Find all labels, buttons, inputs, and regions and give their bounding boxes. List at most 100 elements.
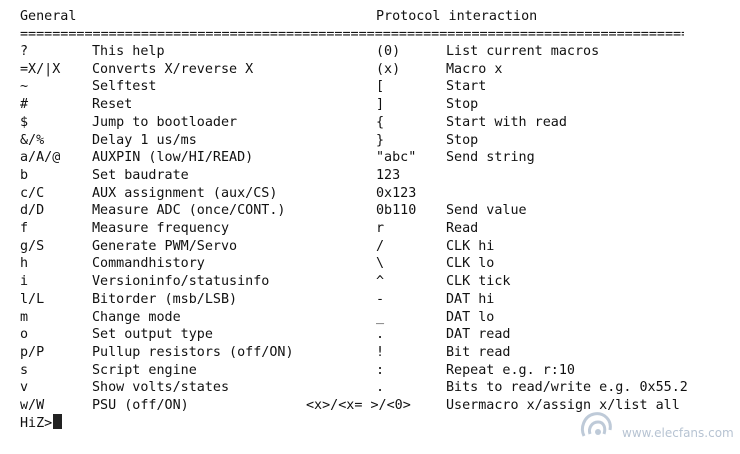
table-row: g/S Generate PWM/Servo / CLK hi [0,238,740,256]
table-row: ?This help(0)List current macros [0,43,740,61]
protocol-symbol: ^ [376,274,385,290]
protocol-action: Stop [446,97,479,113]
protocol-action: List current macros [446,44,600,59]
protocol-action: CLK lo [446,256,495,272]
protocol-action: DAT hi [446,291,495,307]
command-description: Converts X/reverse X [92,61,254,77]
command-key: d/D [20,203,45,219]
command-description: Generate PWM/Servo [92,238,238,254]
elecfans-logo-icon [580,412,612,437]
protocol-symbol: { [376,114,385,130]
protocol-action: Repeat e.g. r:10 [446,362,575,378]
table-row: ~ Selftest [ Start [0,78,740,96]
table-row: &/%Delay 1 us/ms}Stop [0,132,740,150]
table-row: f Measure frequency r Read [0,220,740,238]
protocol-symbol: ! [376,344,385,360]
protocol-symbol: } [376,132,385,148]
protocol-action: Stop [446,132,479,148]
protocol-symbol: 0b110 [376,203,417,219]
watermark-text: www.elecfans.com [622,426,734,440]
protocol-action: Bit read [446,344,511,360]
table-row: a/A/@AUXPIN (low/HI/READ)"abc"Send strin… [0,149,740,167]
command-key: a/A/@ [20,150,61,166]
protocol-symbol: r [376,221,385,236]
command-key: $ [20,114,29,130]
command-description: PSU (off/ON) [92,398,189,413]
command-key: f [20,221,29,236]
protocol-symbol: (x) [376,61,401,77]
watermark: www.elecfans.com [578,400,734,448]
command-description: Versioninfo/statusinfo [92,274,270,290]
command-description: Change mode [92,309,181,325]
protocol-symbol: \ [376,256,385,272]
protocol-symbol: 0x123 [376,185,417,201]
prompt-label: HiZ> [20,416,53,431]
protocol-action: DAT read [446,327,511,343]
command-key: v [20,380,29,396]
table-row: b Set baudrate 123 [0,167,740,185]
command-description: Set baudrate [92,167,189,183]
protocol-action: Send string [446,150,535,166]
command-key: # [20,97,29,113]
command-key: s [20,362,29,378]
protocol-symbol: : [376,362,385,378]
protocol-symbol: <x>/<x= >/<0> [306,398,411,413]
protocol-symbol: "abc" [376,150,417,166]
protocol-symbol: . [376,380,385,396]
command-key: l/L [20,291,45,307]
protocol-action: Start [446,79,487,95]
command-key: =X/|X [20,61,61,77]
command-key: h [20,256,29,272]
command-description: Selftest [92,79,157,95]
protocol-action: DAT lo [446,309,495,325]
command-description: Commandhistory [92,256,205,272]
command-key: m [20,309,29,325]
command-description: Measure ADC (once/CONT.) [92,203,286,219]
command-key: b [20,167,29,183]
table-row: w/W PSU (off/ON) <x>/<x= >/<0> Usermacro x/… [0,397,740,415]
text-cursor [53,414,63,429]
protocol-symbol: (0) [376,44,401,59]
command-description: Reset [92,97,133,113]
command-prompt[interactable]: HiZ> [20,414,63,432]
table-row: # Reset] Stop [0,96,740,114]
protocol-symbol: / [376,238,385,254]
protocol-header: Protocol interaction [376,9,538,24]
table-row: =X/|X Converts X/reverse X (x) Macro x [0,61,740,79]
command-description: Jump to bootloader [92,114,238,130]
table-row: m Change mode _ DAT lo [0,309,740,327]
protocol-symbol: [ [376,79,385,95]
command-key: &/% [20,132,45,148]
command-description: Measure frequency [92,221,230,236]
table-row: h Commandhistory \ CLK lo [0,255,740,273]
command-key: ~ [20,79,29,95]
protocol-action: Start with read [446,114,567,130]
protocol-action: Usermacro x/assign x/list all [446,398,680,413]
protocol-action: CLK tick [446,274,511,290]
protocol-symbol: . [376,327,385,343]
command-key: w/W [20,398,45,413]
protocol-action: Bits to read/write e.g. 0x55.2 [446,380,688,396]
command-key: g/S [20,238,45,254]
protocol-symbol: 123 [376,167,401,183]
command-description: Script engine [92,362,197,378]
protocol-symbol: _ [376,309,385,325]
protocol-action: Read [446,221,479,236]
table-row: i Versioninfo/statusinfo ^ CLK tick [0,273,740,291]
command-key: c/C [20,185,45,201]
protocol-symbol: ] [376,97,385,113]
protocol-action: CLK hi [446,238,495,254]
command-description: This help [92,44,165,59]
header-divider: ========================================… [20,27,684,42]
general-header: General [20,9,77,24]
command-description: Set output type [92,327,213,343]
command-key: p/P [20,344,45,360]
command-key: i [20,274,29,290]
protocol-action: Macro x [446,61,503,77]
